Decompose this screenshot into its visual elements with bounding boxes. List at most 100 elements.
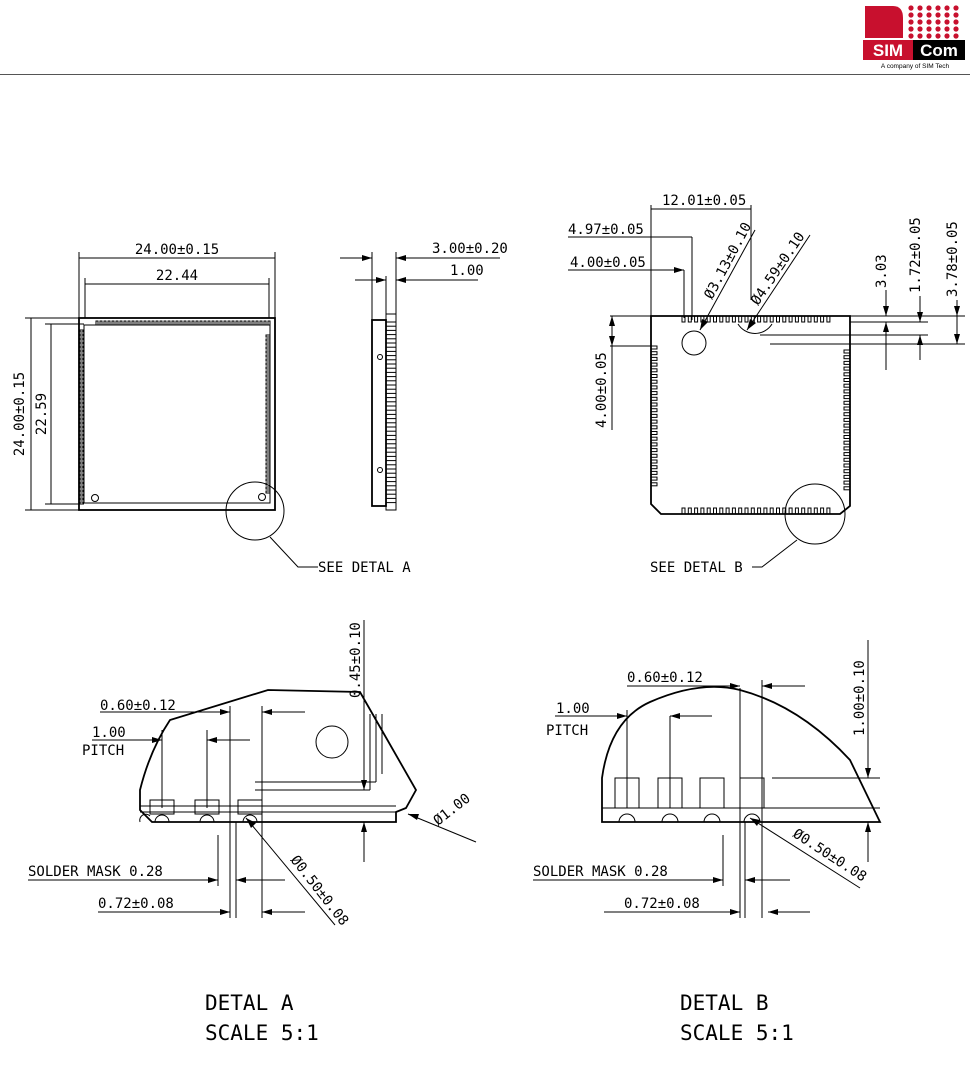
pad-tooth [79, 385, 84, 389]
pad-tooth [265, 346, 271, 350]
dim-da-pad-pitch: 0.72±0.08 [98, 896, 174, 912]
pad-tooth [265, 442, 271, 446]
dim-da-height: 0.45±0.10 [348, 622, 364, 698]
pad-tooth [79, 457, 84, 461]
logo-dot [908, 19, 914, 25]
pad-tooth [267, 320, 271, 326]
pad-tooth [119, 320, 123, 326]
bottom-pad [843, 395, 851, 400]
dim-offset-vertical: 4.00±0.05 [594, 352, 610, 428]
bottom-pad [807, 315, 812, 323]
pad-tooth [265, 398, 271, 402]
logo-dot [908, 33, 914, 39]
logo-sim-text: SIM [873, 41, 903, 60]
bottom-pad [719, 507, 724, 515]
logo-dot [917, 33, 923, 39]
pad-tooth [265, 486, 271, 490]
logo-dot [935, 33, 941, 39]
pad-tooth [79, 393, 84, 397]
pad-tooth [265, 342, 271, 346]
bottom-pad [725, 315, 730, 323]
logo-dot [944, 12, 950, 18]
bottom-pad [750, 507, 755, 515]
bottom-pad [757, 315, 762, 323]
detail-a-title: DETAL A [205, 991, 294, 1015]
pad-tooth [265, 378, 271, 382]
pad-tooth [79, 409, 84, 413]
module-inner-outline [83, 324, 271, 504]
bottom-pad [687, 507, 692, 515]
bottom-pad [650, 470, 658, 475]
pad-tooth [265, 382, 271, 386]
pad-tooth [123, 320, 127, 326]
pad-tooth [239, 320, 243, 326]
pad-tooth [79, 445, 84, 449]
bottom-pad [788, 507, 793, 515]
mounting-hole [91, 494, 99, 502]
pad-tooth [151, 320, 155, 326]
bottom-pad [843, 400, 851, 405]
bottom-pad [843, 457, 851, 462]
bottom-pad [826, 315, 831, 323]
pad-tooth [255, 320, 259, 326]
pad-tooth [143, 320, 147, 326]
mounting-hole [258, 493, 266, 501]
dim-db-pitch-label: PITCH [546, 723, 588, 739]
bottom-pad [650, 351, 658, 356]
callout-leader [269, 536, 318, 568]
pad-tooth [139, 320, 143, 326]
detail-b: 0.60±0.12 1.00 PITCH 1.00±0.10 SOLDER MA… [533, 640, 882, 1045]
bottom-pad [694, 315, 699, 323]
pad-tooth [265, 462, 271, 466]
pad-tooth [79, 413, 84, 417]
bottom-pad [843, 440, 851, 445]
dim-height-inner: 22.59 [34, 393, 50, 435]
pad-tooth [265, 490, 271, 494]
bottom-pad [650, 465, 658, 470]
bottom-pad [776, 507, 780, 515]
bottom-pad [843, 474, 851, 479]
pad-tooth [265, 374, 271, 378]
detail-b-circle [784, 483, 846, 545]
pad-tooth [243, 320, 247, 326]
logo-dot [926, 33, 932, 39]
bottom-pad [843, 435, 851, 439]
bottom-pad [776, 315, 780, 323]
bottom-pad [650, 368, 658, 373]
callout-see-detal-b: SEE DETAL B [650, 560, 743, 576]
bottom-pad [681, 507, 686, 515]
logo-dot [908, 26, 914, 32]
bottom-pad [757, 507, 762, 515]
bottom-pad [843, 429, 851, 434]
pad-tooth [199, 320, 203, 326]
bottom-pad [650, 476, 658, 481]
dim-da-pitch-label: PITCH [82, 743, 124, 759]
pad-tooth [79, 429, 84, 433]
bottom-pad [650, 391, 658, 396]
bottom-pad [713, 507, 717, 515]
pad-tooth [251, 320, 255, 326]
bottom-pad [843, 378, 851, 382]
bottom-pad [650, 396, 658, 401]
logo-tagline: A company of SIM Tech [881, 63, 950, 70]
pad-tooth [265, 450, 271, 454]
pad-tooth [231, 320, 235, 326]
logo-dot [953, 12, 959, 18]
logo-dot [917, 12, 923, 18]
bottom-pad [650, 413, 658, 418]
bottom-pad [813, 507, 818, 515]
pad-tooth [99, 320, 103, 326]
detail-a-circle [225, 481, 285, 541]
bottom-pad [650, 379, 658, 384]
detail-a: 0.45±0.10 0.60±0.12 1.00 PITCH SOLDER MA… [28, 620, 477, 1045]
logo-dot [935, 12, 941, 18]
pad-tooth [79, 421, 84, 425]
bottom-pad [706, 315, 711, 323]
dim-hole-b: Ø4.59±0.10 [748, 229, 808, 308]
pad-tooth [265, 410, 271, 414]
pad-tooth [127, 320, 131, 326]
pad-tooth [79, 417, 84, 421]
pad-tooth [111, 320, 115, 326]
bottom-pad [843, 406, 851, 411]
pad-tooth [79, 473, 84, 477]
